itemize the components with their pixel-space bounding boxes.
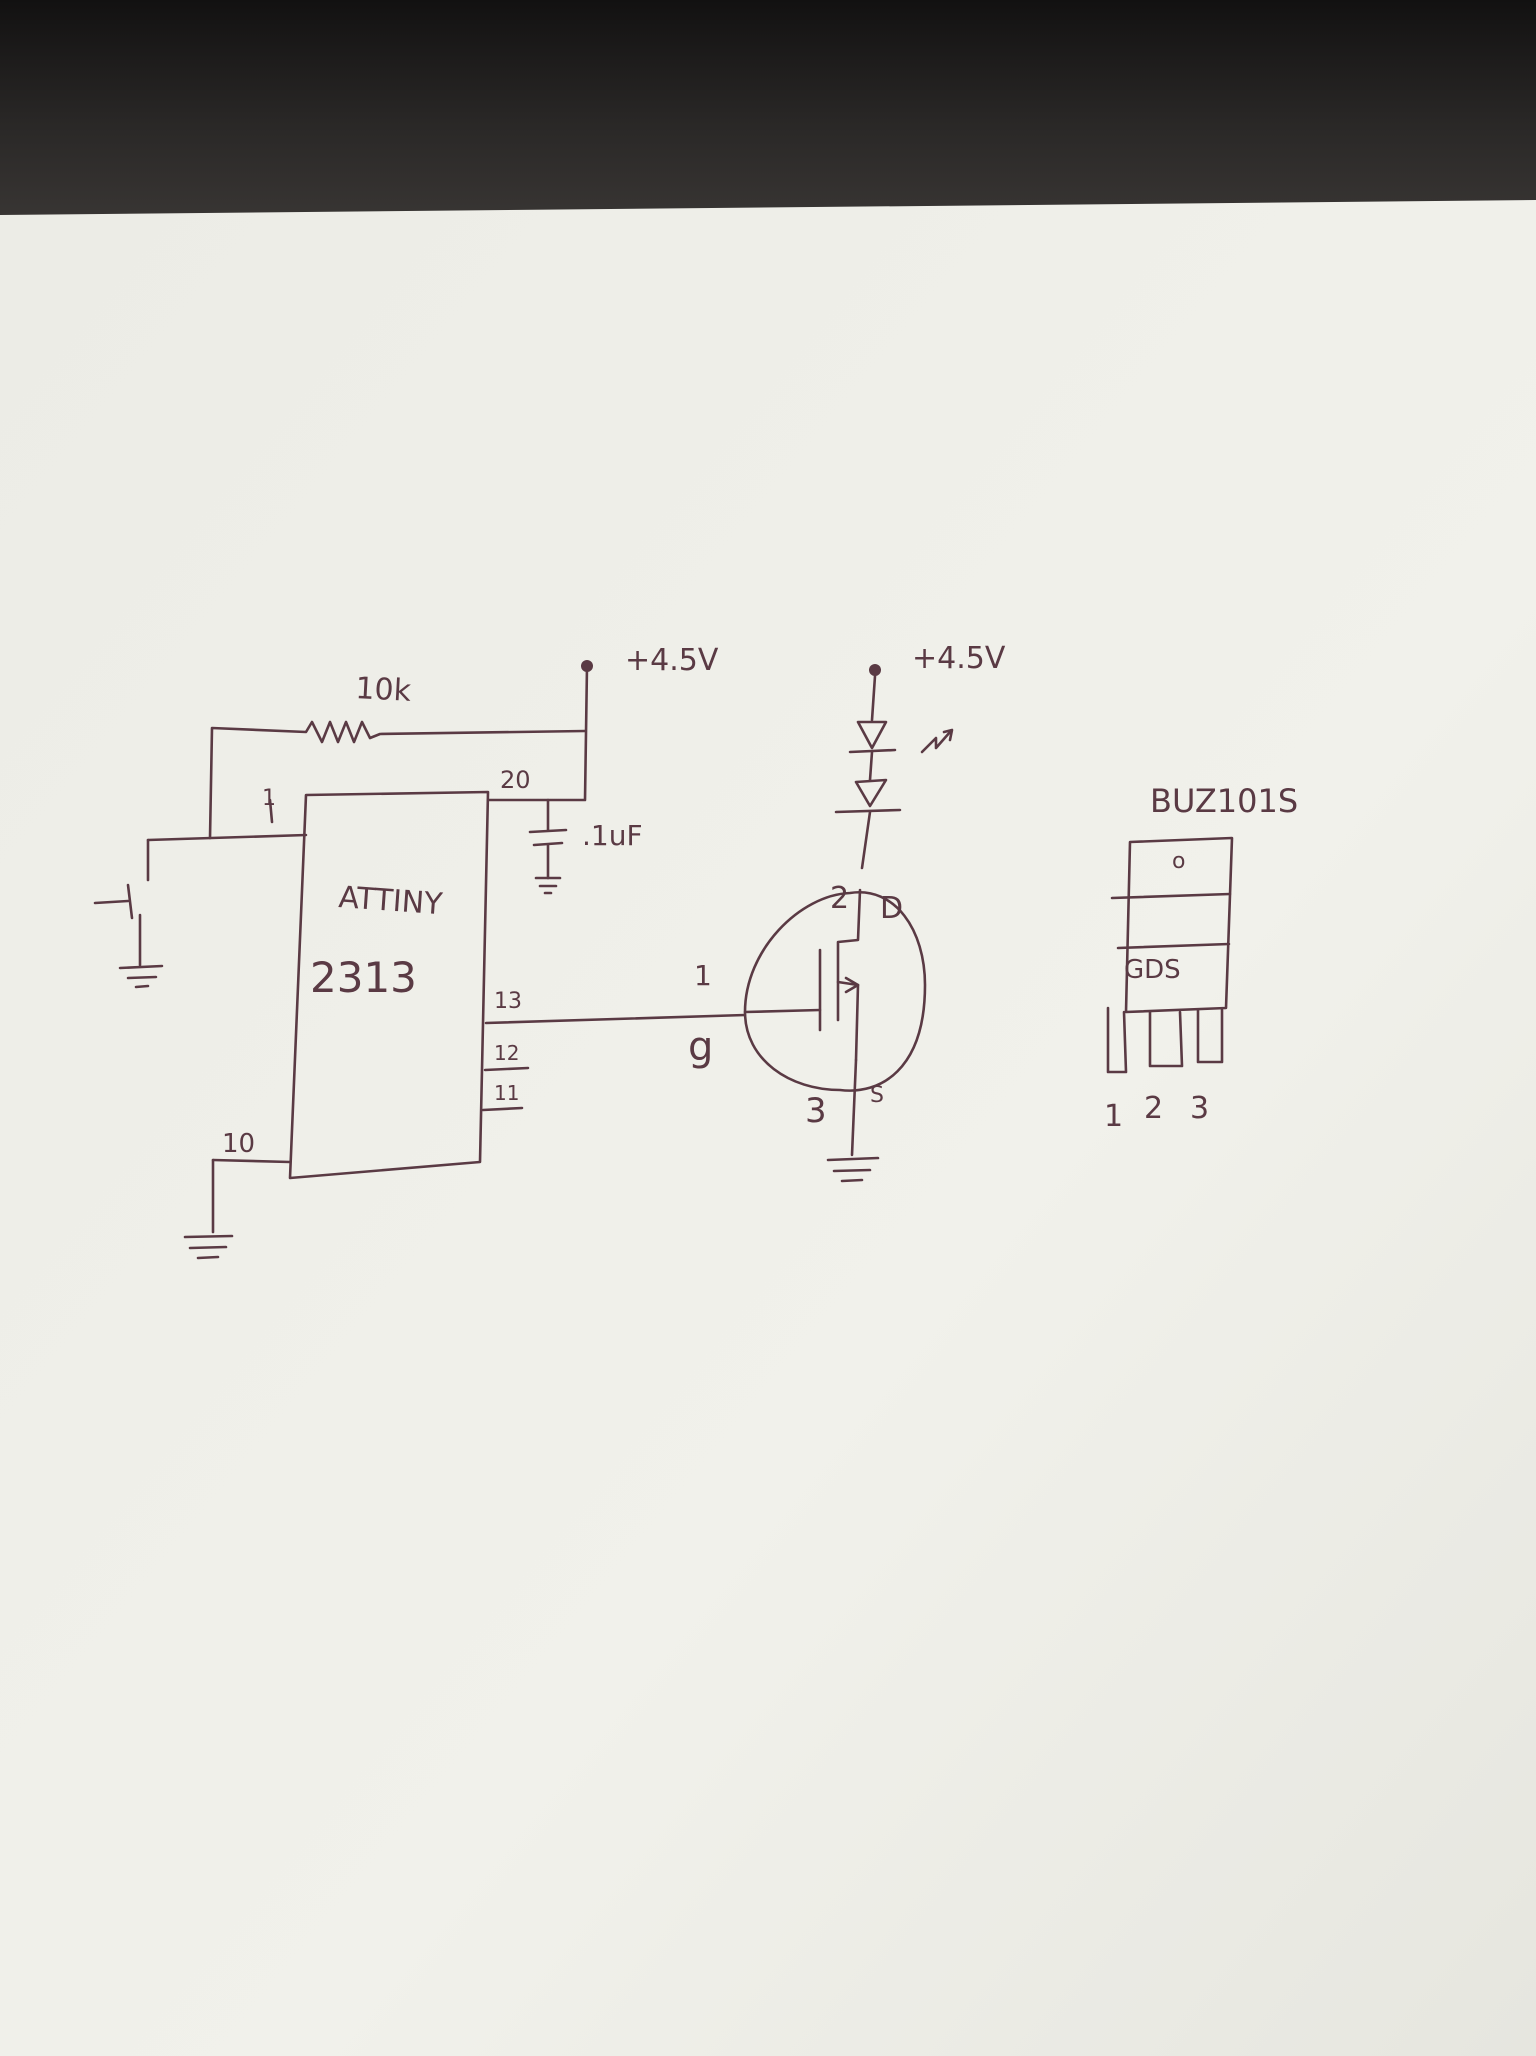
supply-right-label: +4.5V <box>912 641 1006 676</box>
package-part-number: BUZ101S <box>1150 782 1298 820</box>
pin-13-label: 13 <box>494 989 522 1014</box>
capacitor-label: .1uF <box>582 819 643 852</box>
source-number: 3 <box>805 1091 827 1131</box>
source-letter: S <box>870 1083 884 1108</box>
drain-letter: D <box>880 891 903 926</box>
output-pins: 13 12 11 <box>481 989 747 1112</box>
gate-letter: g <box>688 1024 713 1070</box>
mosfet-symbol: 1 g 2 D 3 S <box>688 881 927 1183</box>
ground-pin-10: 10 <box>183 1129 292 1260</box>
reset-resistor: 10k <box>208 671 587 840</box>
pin-10-label: 10 <box>222 1129 255 1159</box>
vcc-wiring: 20 +4.5V <box>486 643 719 832</box>
pin-11-label: 11 <box>494 1081 519 1105</box>
pin-20-label: 20 <box>500 766 531 794</box>
led-string: +4.5V <box>834 641 1006 870</box>
gate-number: 1 <box>694 959 712 992</box>
package-pin-2: 2 <box>1144 1091 1163 1126</box>
paper-sheet <box>0 200 1536 2056</box>
pin-1-label: 1 <box>262 786 276 811</box>
microcontroller-chip: ATTINY 2313 <box>288 790 490 1180</box>
resistor-label: 10k <box>355 671 413 709</box>
drain-number: 2 <box>830 881 849 916</box>
chip-label-line1: ATTINY <box>337 880 444 922</box>
chip-label-line2: 2313 <box>310 953 417 1002</box>
supply-left-label: +4.5V <box>625 643 719 678</box>
package-pin-1: 1 <box>1104 1099 1123 1134</box>
package-tab-hole: o <box>1172 849 1185 874</box>
dark-background <box>0 0 1536 230</box>
package-body-label: GDS <box>1124 955 1181 985</box>
package-diagram: BUZ101S o GDS 1 2 3 <box>1104 782 1298 1134</box>
pin-12-label: 12 <box>494 1041 519 1065</box>
bypass-capacitor: .1uF <box>528 819 643 895</box>
package-pin-3: 3 <box>1190 1091 1209 1126</box>
reset-button: 1 <box>93 786 308 989</box>
